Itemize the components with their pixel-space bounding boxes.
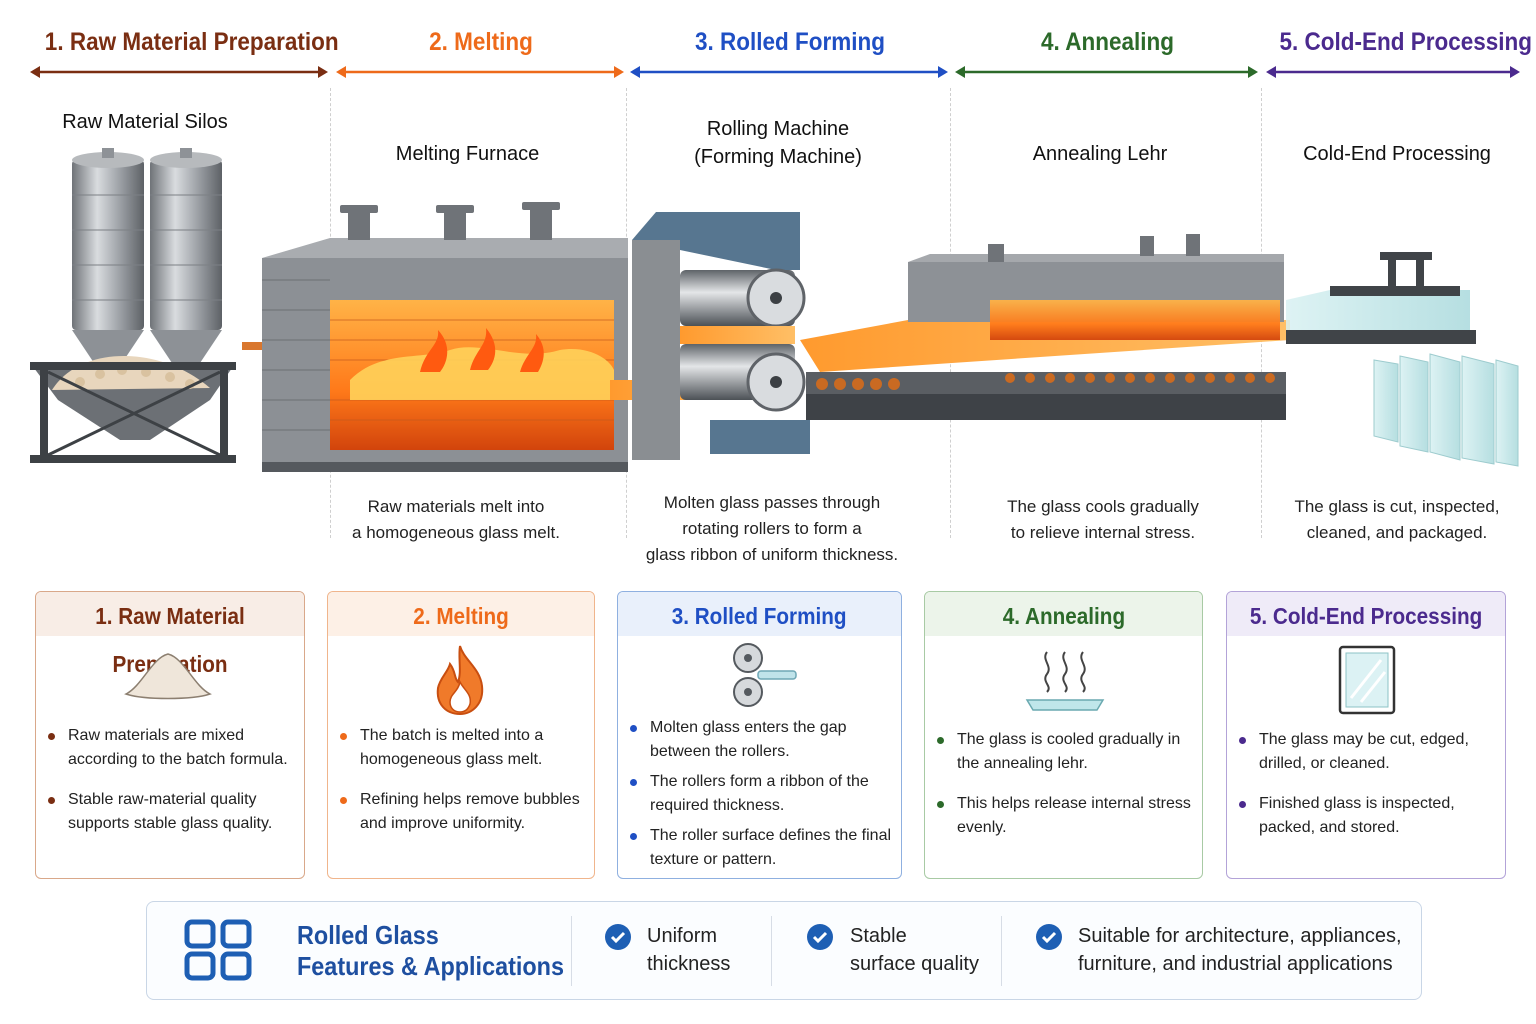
card-annealing: 4. Annealing The glass is cooled gradual… (924, 591, 1203, 879)
description-annealing: The glass cools gradually to relieve int… (985, 494, 1221, 546)
card-bullet: Finished glass is inspected, packed, and… (1237, 792, 1497, 840)
feature-line2: surface quality (850, 953, 979, 975)
equipment-label-lehr: Annealing Lehr (1032, 143, 1168, 165)
production-line-illustration (30, 148, 1519, 472)
description-cold-end: The glass is cut, inspected, cleaned, an… (1284, 494, 1510, 546)
card-bullet: The glass is cooled gradually in the ann… (935, 728, 1194, 776)
card-rolled-forming: 3. Rolled Forming Molten glass enters th… (617, 591, 902, 879)
stage-arrow-rolled-forming (630, 66, 948, 78)
feature-stable-surface: Stable surface quality (850, 922, 979, 978)
card-bullet: This helps release internal stress evenl… (935, 792, 1194, 840)
description-cold-end-line2: cleaned, and packaged. (1306, 523, 1488, 542)
features-footer: Rolled Glass Features & Applications Uni… (146, 901, 1422, 1000)
feature-line1: Suitable for architecture, appliances, (1078, 925, 1402, 947)
stage-arrow-melting (336, 66, 624, 78)
footer-divider (771, 916, 772, 986)
stage-title-cold-end: 5. Cold-End Processing (1279, 28, 1533, 56)
description-cold-end-line1: The glass is cut, inspected, (1294, 497, 1500, 516)
description-annealing-line2: to relieve internal stress. (1010, 523, 1196, 542)
card-bullet: The roller surface defines the final tex… (628, 824, 893, 872)
equipment-label-rolling-machine: Rolling Machine (Forming Machine) (660, 115, 896, 171)
feature-line1: Uniform (647, 925, 718, 947)
description-forming-line3: glass ribbon of uniform thickness. (645, 545, 899, 564)
check-icon (807, 924, 833, 950)
footer-divider (1001, 916, 1002, 986)
raw-material-silos (30, 148, 236, 463)
stage-title-melting: 2. Melting (429, 28, 533, 56)
equipment-label-rolling-line1: Rolling Machine (706, 118, 850, 140)
card-title: 5. Cold-End Processing (1227, 592, 1505, 636)
card-bullet: The batch is melted into a homogeneous g… (338, 724, 586, 772)
cold-end-station (1286, 252, 1519, 467)
card-title: 1. Raw Material Preparation (36, 592, 304, 677)
check-icon (605, 924, 631, 950)
stage-title-annealing: 4. Annealing (1041, 28, 1174, 56)
stage-title-raw-material: 1. Raw Material Preparation (44, 28, 339, 56)
equipment-label-furnace: Melting Furnace (395, 143, 540, 165)
description-melting-line2: a homogeneous glass melt. (352, 523, 560, 542)
stage-arrow-cold-end (1266, 66, 1520, 78)
feature-uniform-thickness: Uniform thickness (647, 922, 730, 978)
card-title: 3. Rolled Forming (618, 592, 901, 636)
annealing-lehr (908, 234, 1284, 340)
description-forming-line2: rotating rollers to form a (682, 519, 862, 538)
card-bullet: Molten glass enters the gap between the … (628, 716, 893, 764)
feature-line2: thickness (647, 953, 731, 975)
glass-pane-icon (1338, 645, 1396, 715)
card-bullet: Stable raw-material quality supports sta… (46, 788, 296, 836)
cooling-glass-icon (1025, 651, 1105, 711)
rollers-icon (733, 643, 797, 707)
card-bullet: Raw materials are mixed according to the… (46, 724, 296, 772)
footer-title-line1: Rolled Glass (297, 920, 439, 950)
melting-furnace (262, 202, 628, 472)
card-bullet: The glass may be cut, edged, drilled, or… (1237, 728, 1497, 776)
card-cold-end: 5. Cold-End Processing The glass may be … (1226, 591, 1506, 879)
check-icon (1036, 924, 1062, 950)
description-melting: Raw materials melt into a homogeneous gl… (336, 494, 576, 546)
stage-arrow-annealing (955, 66, 1258, 78)
description-forming-line1: Molten glass passes through (663, 493, 881, 512)
description-annealing-line1: The glass cools gradually (1007, 497, 1199, 516)
card-bullet: The rollers form a ribbon of the require… (628, 770, 893, 818)
footer-divider (571, 916, 572, 986)
grid-icon (184, 919, 252, 981)
description-melting-line1: Raw materials melt into (367, 497, 545, 516)
equipment-label-silos: Raw Material Silos (62, 111, 228, 133)
card-melting: 2. Melting The batch is melted into a ho… (327, 591, 595, 879)
equipment-label-cold-end: Cold-End Processing (1303, 143, 1491, 165)
feature-line2: furniture, and industrial applications (1078, 953, 1393, 975)
equipment-label-rolling-line2: (Forming Machine) (694, 146, 862, 168)
feature-line1: Stable (850, 925, 907, 947)
card-bullet: Refining helps remove bubbles and improv… (338, 788, 586, 836)
card-title: 4. Annealing (925, 592, 1202, 636)
footer-title: Rolled Glass Features & Applications (297, 920, 564, 982)
stage-arrow-raw-material (30, 66, 328, 78)
rolling-machine (632, 212, 810, 460)
footer-title-line2: Features & Applications (297, 951, 564, 981)
card-raw-material: 1. Raw Material Preparation Raw material… (35, 591, 305, 879)
stage-title-rolled-forming: 3. Rolled Forming (694, 28, 886, 56)
description-forming: Molten glass passes through rotating rol… (630, 490, 914, 568)
feature-applications: Suitable for architecture, appliances, f… (1078, 922, 1402, 978)
sand-pile-icon (124, 653, 212, 700)
card-title: 2. Melting (328, 592, 594, 636)
flame-icon (436, 645, 484, 716)
